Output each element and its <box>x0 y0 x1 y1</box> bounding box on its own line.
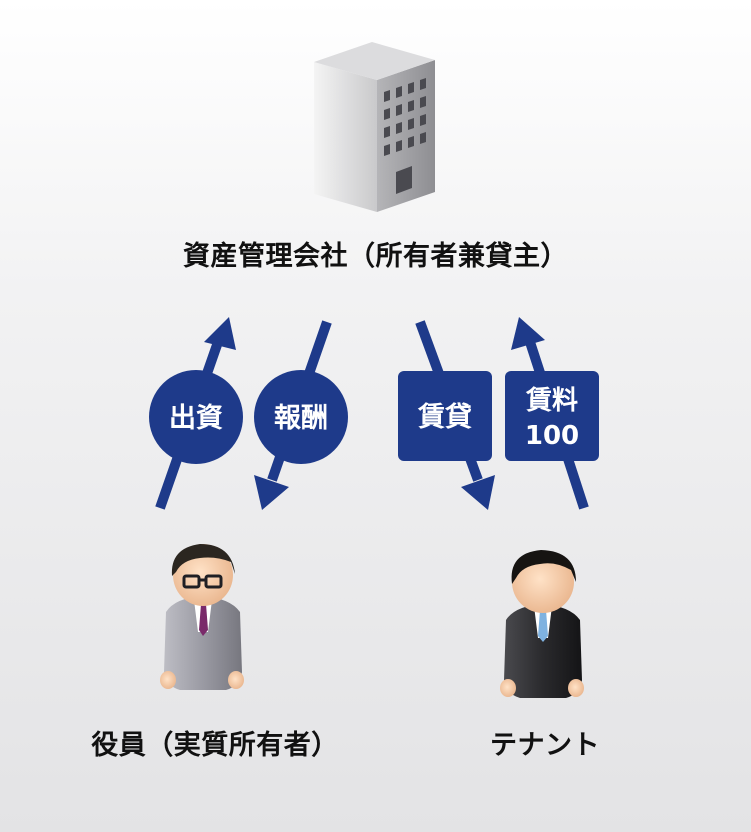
lease-badge: 賃貸 <box>398 371 492 461</box>
investment-text: 出資 <box>169 403 223 434</box>
rent-amount-text: 100 <box>525 421 579 451</box>
office-building-icon <box>314 42 435 212</box>
executive-label: 役員（実質所有者） <box>91 730 339 761</box>
businessman-icon <box>500 550 584 698</box>
compensation-arrowhead <box>254 475 289 510</box>
lease-arrowhead <box>461 475 495 510</box>
lease-text: 賃貸 <box>417 401 472 433</box>
company-label: 資産管理会社（所有者兼貸主） <box>183 241 568 272</box>
rent-label-text: 賃料 <box>525 386 578 416</box>
compensation-text: 報酬 <box>274 403 328 434</box>
tenant-label: テナント <box>490 730 600 761</box>
investment-badge: 出資 <box>149 370 243 464</box>
investment-arrowhead <box>204 317 236 350</box>
rent-arrowhead <box>511 317 545 350</box>
rent-badge: 賃料 100 <box>505 371 599 461</box>
businessman-glasses-icon <box>160 544 244 690</box>
compensation-badge: 報酬 <box>254 370 348 464</box>
